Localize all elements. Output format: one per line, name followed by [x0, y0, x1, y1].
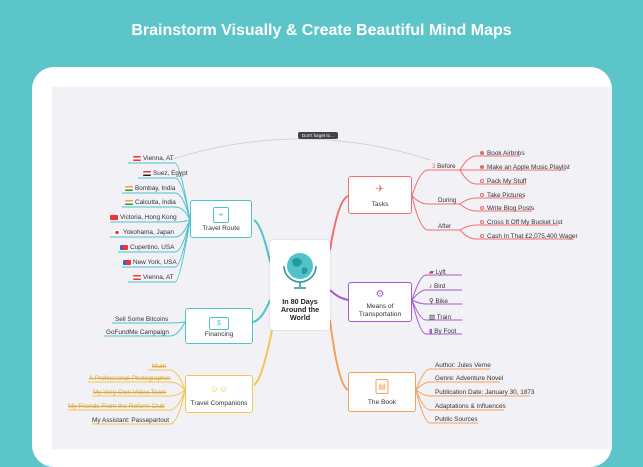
headline: Brainstorm Visually & Create Beautiful M…: [131, 22, 512, 39]
financing-item[interactable]: GoFundMe Campaign: [106, 329, 169, 336]
checkbox-icon[interactable]: [480, 206, 484, 211]
topic-title: Financing: [204, 330, 234, 338]
flag-icon: [123, 259, 131, 265]
checkbox-icon[interactable]: [480, 193, 484, 198]
transport-item[interactable]: ▰ Lyft: [429, 269, 446, 276]
route-item[interactable]: Suez, Egypt: [143, 170, 187, 177]
topic-title: The Book: [367, 398, 397, 406]
task-item[interactable]: Take Pictures: [480, 192, 525, 199]
flag-icon: [110, 214, 118, 220]
flag-icon: [125, 185, 133, 191]
bike-icon: ⚙: [375, 289, 385, 300]
mind-map-canvas[interactable]: [52, 87, 612, 449]
transport-item[interactable]: ⚲ Bike: [429, 298, 448, 305]
task-group-during[interactable]: During: [438, 197, 457, 204]
route-item[interactable]: New York, USA: [123, 259, 177, 266]
transport-item[interactable]: ▮ By Foot: [429, 328, 457, 335]
globe-icon: [283, 253, 317, 289]
checkbox-icon[interactable]: [480, 179, 484, 184]
flag-icon: [120, 244, 128, 250]
topic-title: Travel Route: [202, 224, 240, 232]
scooter-icon: ♪: [429, 283, 434, 290]
book-icon: ▤: [375, 379, 389, 394]
route-item[interactable]: Victoria, Hong Kong: [110, 214, 177, 221]
task-group-before[interactable]: 3 Before: [432, 163, 456, 170]
companion-item[interactable]: My Assistant: Passepartout: [92, 417, 170, 424]
topic-title: Travel Companions: [190, 399, 248, 407]
topic-the-book[interactable]: ▤ The Book: [348, 372, 416, 412]
book-item[interactable]: Public Sources: [435, 416, 478, 423]
central-topic-title: In 80 Days Around the World: [280, 297, 320, 322]
task-item[interactable]: Cross It Off My Bucket List: [480, 219, 563, 226]
checkbox-done-icon[interactable]: [480, 165, 484, 170]
topic-title: Tasks: [371, 200, 389, 208]
topic-title: Means of Transportation: [358, 303, 402, 318]
book-item[interactable]: Genre: Adventure Novel: [435, 375, 504, 382]
count-badge: 3: [432, 163, 438, 170]
car-icon: ▰: [429, 269, 436, 276]
money-icon: $: [209, 317, 229, 330]
companion-item[interactable]: A Professional Photographer: [89, 375, 171, 382]
reminder-tooltip[interactable]: Don't forget to...: [298, 132, 338, 139]
flag-icon: [133, 274, 141, 280]
task-item[interactable]: Cash In That £2,075,400 Wager: [480, 233, 578, 240]
route-item[interactable]: Vienna, AT: [133, 274, 174, 281]
route-item[interactable]: Vienna, AT: [133, 155, 174, 162]
transport-item[interactable]: ♪ Bird: [429, 283, 446, 290]
flag-icon: [143, 170, 151, 176]
book-item[interactable]: Author: Jules Verne: [435, 362, 491, 369]
task-item[interactable]: Write Blog Posts: [480, 205, 534, 212]
central-topic[interactable]: In 80 Days Around the World: [270, 240, 330, 330]
topic-transportation[interactable]: ⚙ Means of Transportation: [348, 282, 412, 322]
companion-item[interactable]: Mum: [152, 363, 167, 370]
flag-icon: [133, 155, 141, 161]
train-icon: ▥: [429, 314, 437, 321]
topic-financing[interactable]: $ Financing: [185, 308, 253, 344]
pin-icon: ✈: [375, 184, 385, 195]
people-icon: ☺☺: [209, 384, 229, 394]
topic-travel-route[interactable]: ⌖ Travel Route: [190, 200, 252, 238]
map-icon: ⌖: [213, 207, 229, 223]
task-group-after[interactable]: After: [438, 223, 452, 230]
task-item[interactable]: Pack My Stuff: [480, 178, 526, 185]
task-item[interactable]: Make an Apple Music Playlist: [480, 164, 570, 171]
book-item[interactable]: Publication Date: January 30, 1873: [435, 389, 535, 396]
connector-lines: [68, 138, 574, 425]
transport-item[interactable]: ▥ Train: [429, 314, 452, 321]
checkbox-icon[interactable]: [480, 234, 484, 239]
topic-travel-companions[interactable]: ☺☺ Travel Companions: [185, 375, 253, 413]
companion-item[interactable]: My Friends From the Reform Club: [68, 403, 165, 410]
book-item[interactable]: Adaptations & Influences: [435, 403, 506, 410]
flag-icon: [125, 199, 133, 205]
route-item[interactable]: Bombay, India: [125, 185, 175, 192]
walk-icon: ▮: [429, 328, 435, 335]
task-item[interactable]: Book Airbnbs: [480, 150, 525, 157]
checkbox-done-icon[interactable]: [480, 151, 484, 156]
route-item[interactable]: Yokohama, Japan: [113, 229, 174, 236]
companion-item[interactable]: My Very Own Video Team: [93, 389, 167, 396]
route-item[interactable]: Cupertino, USA: [120, 244, 174, 251]
financing-item[interactable]: Sell Some Bitcoins: [115, 316, 169, 323]
route-item[interactable]: Calcutta, India: [125, 199, 176, 206]
flag-icon: [113, 229, 121, 235]
checkbox-icon[interactable]: [480, 220, 484, 225]
topic-tasks[interactable]: ✈ Tasks: [348, 176, 412, 214]
bicycle-icon: ⚲: [429, 298, 436, 305]
